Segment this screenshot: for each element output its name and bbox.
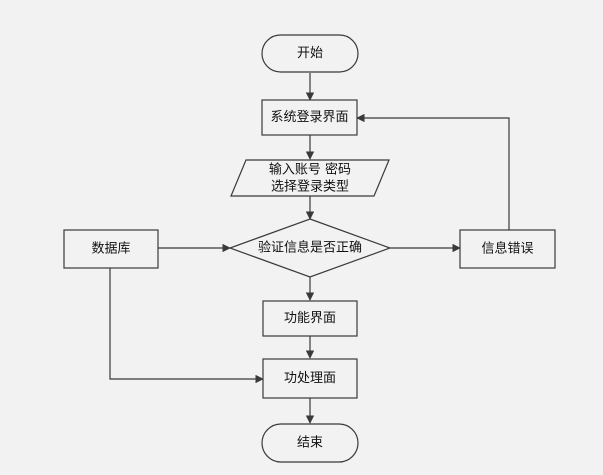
login-screen-box (261, 99, 358, 136)
verify-decision (228, 218, 392, 278)
end-label: 结束 (297, 436, 323, 451)
arrow-error-to-login (356, 113, 510, 230)
start-terminator (261, 34, 359, 73)
login-screen-label: 系统登录界面 (270, 110, 348, 125)
end-terminator (261, 423, 359, 463)
input-label-line1: 输入账号 密码 (269, 162, 351, 178)
connectors (109, 73, 510, 424)
database-label: 数据库 (91, 241, 130, 257)
error-label: 信息错误 (481, 241, 533, 257)
input-parallelogram (230, 159, 390, 197)
processing-label: 功处理面 (284, 371, 336, 386)
function-screen-label: 功能界面 (284, 311, 336, 326)
input-label-line2: 选择登录类型 (271, 180, 349, 195)
function-screen-box (262, 300, 358, 337)
arrow-database-to-processing (109, 268, 264, 384)
database-box (63, 229, 159, 269)
processing-box (262, 358, 358, 399)
start-label: 开始 (297, 46, 323, 61)
error-box (459, 229, 556, 269)
verify-label: 验证信息是否正确 (258, 240, 362, 256)
